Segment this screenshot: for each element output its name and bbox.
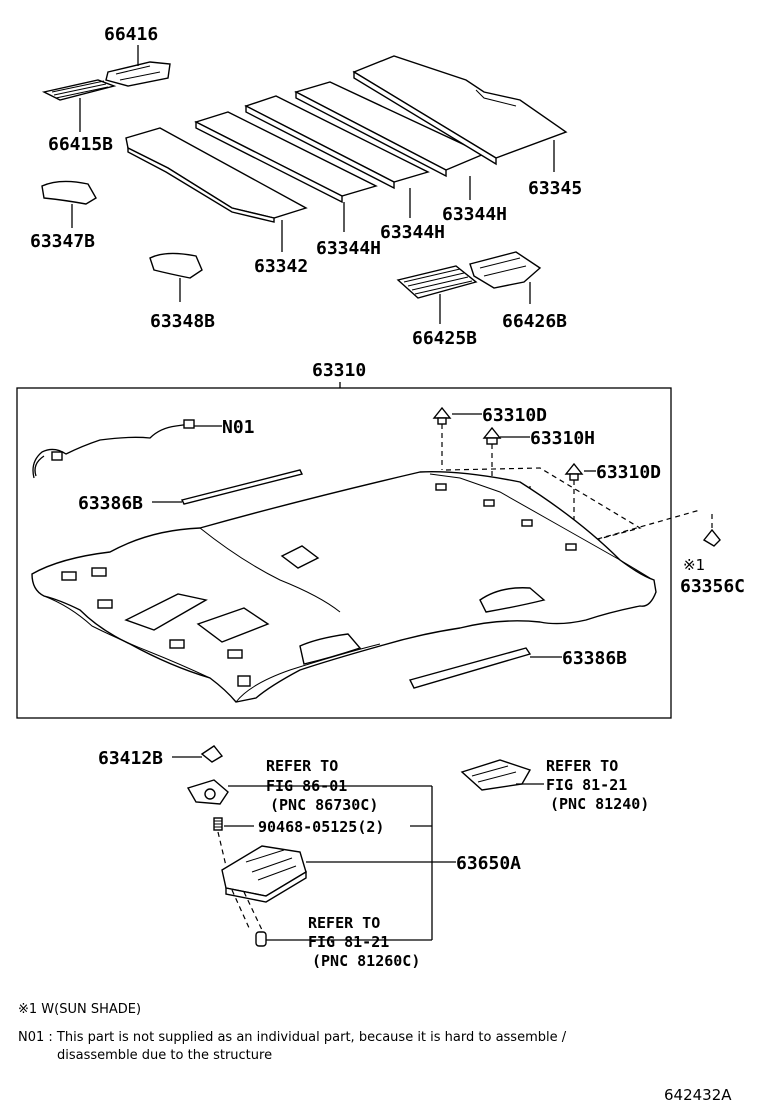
- part-63310-headliner: [31, 471, 657, 703]
- part-bulb: [255, 931, 267, 947]
- label-63386B-upper: 63386B: [78, 493, 143, 514]
- ref3-line1: REFER TO: [308, 914, 380, 932]
- label-63347B: 63347B: [30, 231, 95, 252]
- part-N01-wire: [32, 419, 195, 479]
- part-90468-screw: [213, 817, 223, 831]
- label-63342: 63342: [254, 256, 308, 277]
- label-63348B: 63348B: [150, 311, 215, 332]
- part-63650A-console: [221, 845, 307, 903]
- label-N01: N01: [222, 417, 255, 438]
- part-63310D-clip-b: [564, 462, 584, 481]
- label-63310H: 63310H: [530, 428, 595, 449]
- label-66425B: 66425B: [412, 328, 477, 349]
- part-66415B: [41, 79, 117, 101]
- part-63386B-lower: [408, 647, 532, 689]
- part-63344H-b: [244, 95, 430, 190]
- label-63345: 63345: [528, 178, 582, 199]
- ref1-line2: FIG 86-01: [266, 777, 347, 795]
- label-63650A: 63650A: [456, 853, 521, 874]
- diagram-code: 642432A: [664, 1086, 732, 1104]
- ref2-line1: REFER TO: [546, 757, 618, 775]
- part-63344H-c: [294, 81, 486, 178]
- label-66415B: 66415B: [48, 134, 113, 155]
- ref2-line2: FIG 81-21: [546, 776, 627, 794]
- label-63310D-b: 63310D: [596, 462, 661, 483]
- headliner-group-frame: [16, 387, 672, 719]
- part-63342: [125, 127, 308, 223]
- note-N01-line2: disassemble due to the structure: [57, 1048, 272, 1063]
- label-63344H-c: 63344H: [442, 204, 507, 225]
- part-63348B: [149, 252, 203, 279]
- part-63310D-clip-a: [432, 406, 452, 425]
- ref3-line2: FIG 81-21: [308, 933, 389, 951]
- label-63310D-a: 63310D: [482, 405, 547, 426]
- label-63356C: 63356C: [680, 576, 745, 597]
- label-mark1: ※1: [683, 556, 705, 574]
- ref2-line3: (PNC 81240): [550, 795, 649, 813]
- part-63310H-clip: [482, 426, 502, 445]
- part-63344H-a: [194, 111, 378, 204]
- part-63345: [352, 55, 568, 166]
- label-63310: 63310: [312, 360, 366, 381]
- part-66425B: [396, 265, 478, 299]
- ref1-line3: (PNC 86730C): [270, 796, 378, 814]
- part-63386B-upper: [180, 469, 304, 505]
- label-63386B-lower: 63386B: [562, 648, 627, 669]
- part-66426B: [469, 251, 542, 289]
- ref3-line3: (PNC 81260C): [312, 952, 420, 970]
- part-63412B-clip: [200, 745, 224, 763]
- part-reading-lamp: [186, 779, 229, 805]
- part-66416: [105, 61, 171, 87]
- label-63412B: 63412B: [98, 748, 163, 769]
- ref1-line1: REFER TO: [266, 757, 338, 775]
- part-map-lamp: [460, 759, 532, 791]
- label-66416: 66416: [104, 24, 158, 45]
- label-63344H-a: 63344H: [316, 238, 381, 259]
- note-N01-line1: N01 : This part is not supplied as an in…: [18, 1030, 567, 1045]
- label-63344H-b: 63344H: [380, 222, 445, 243]
- part-63347B: [41, 180, 97, 205]
- label-66426B: 66426B: [502, 311, 567, 332]
- label-90468: 90468-05125(2): [258, 818, 384, 836]
- part-63356C-holder: [702, 528, 721, 547]
- note-sun-shade: ※1 W(SUN SHADE): [18, 1002, 141, 1017]
